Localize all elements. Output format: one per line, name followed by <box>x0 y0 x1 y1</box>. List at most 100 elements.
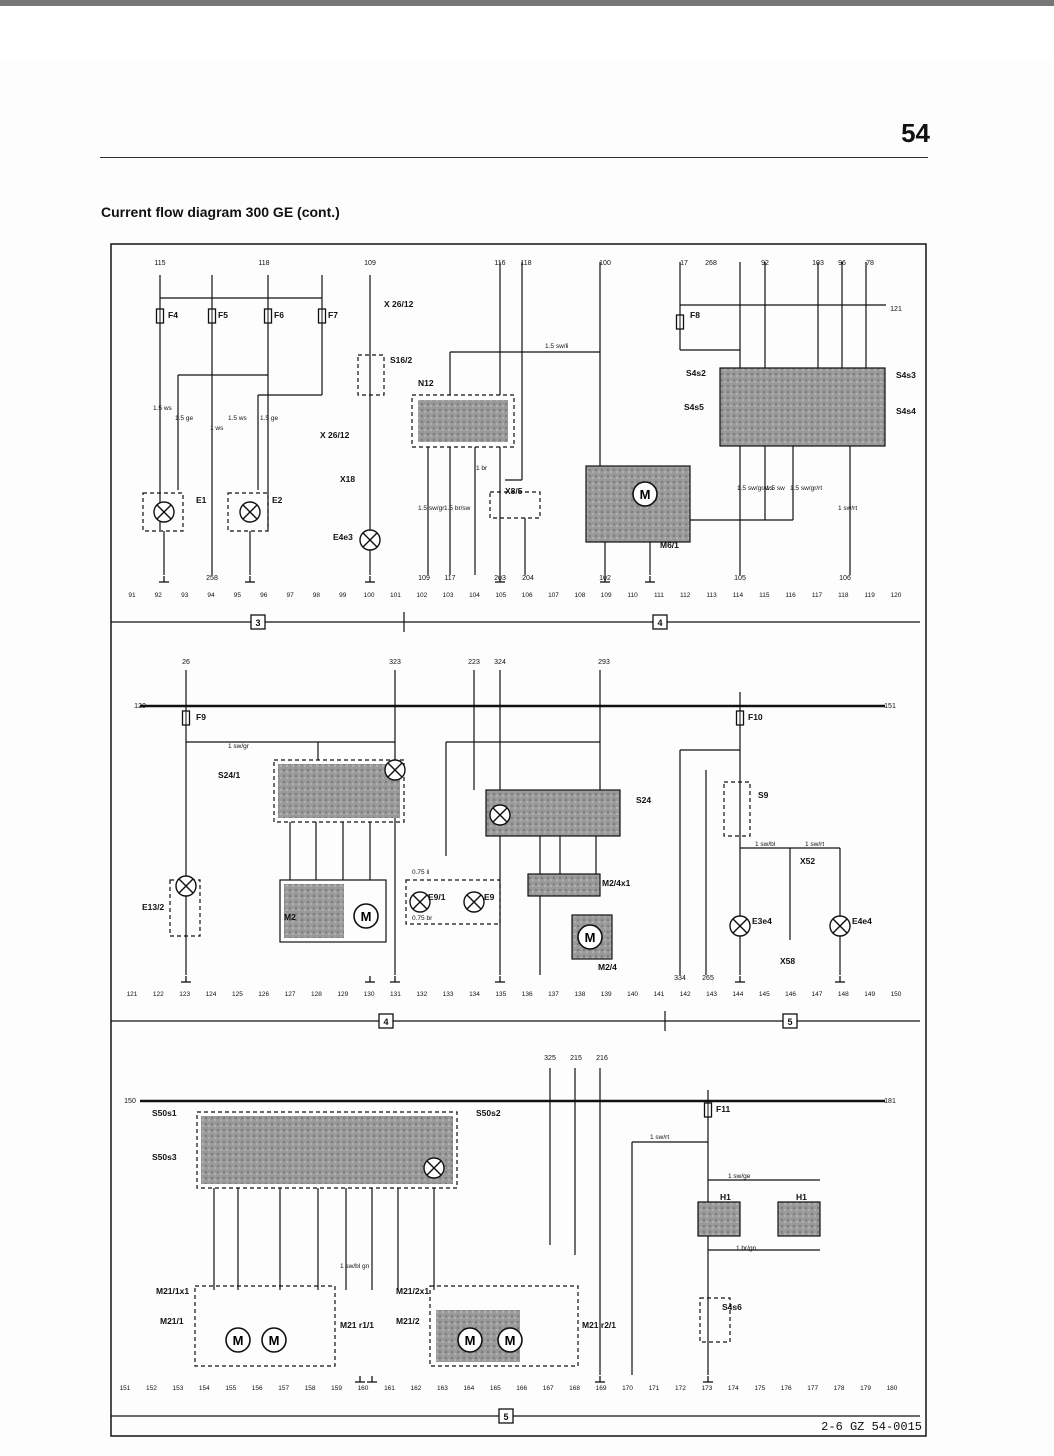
grid-number: 131 <box>390 991 401 998</box>
wire-color-label: 1 ws <box>210 425 224 432</box>
motor-M21-2b <box>497 1327 523 1353</box>
component-label: F5 <box>218 310 228 320</box>
component-label: N12 <box>418 378 434 388</box>
grid-number: 156 <box>252 1385 263 1392</box>
grid-number: 126 <box>258 991 269 998</box>
wire-color-label: 0.75 br <box>412 915 433 922</box>
bottom-ref-number: 258 <box>206 575 218 582</box>
lamp-E2 <box>239 501 261 523</box>
grid-number: 96 <box>260 592 268 599</box>
fuse-F9 <box>181 710 191 726</box>
grid-number: 114 <box>733 592 744 599</box>
component-label: M6/1 <box>660 540 679 550</box>
component-label: E1 <box>196 495 207 505</box>
section-ref-box-label: 5 <box>787 1017 792 1027</box>
grid-number: 146 <box>785 991 796 998</box>
component-label: F8 <box>690 310 700 320</box>
grid-number: 154 <box>199 1385 210 1392</box>
ref-number: 26 <box>182 659 190 666</box>
ref-number: 293 <box>598 659 610 666</box>
grid-number: 140 <box>627 991 638 998</box>
grid-number: 124 <box>206 991 217 998</box>
section-ref-box <box>652 614 668 630</box>
bottom-ref-number: 106 <box>839 575 851 582</box>
grid-number: 138 <box>574 991 585 998</box>
ref-number: 223 <box>468 659 480 666</box>
grid-number: 141 <box>653 991 664 998</box>
grid-number: 115 <box>759 592 770 599</box>
component-label: F6 <box>274 310 284 320</box>
bus-label: 151 <box>884 703 896 710</box>
lamp-E3e4 <box>729 915 751 937</box>
component-label: S4s3 <box>896 370 916 380</box>
lamp-S24-1 <box>384 759 406 781</box>
component-label: M2/4x1 <box>602 878 631 888</box>
lamp-E1 <box>153 501 175 523</box>
grid-number: 110 <box>627 592 638 599</box>
grid-number: 105 <box>495 592 506 599</box>
grid-number: 129 <box>337 991 348 998</box>
ref-number: 118 <box>520 260 531 267</box>
grid-number: 122 <box>153 991 164 998</box>
grid-number: 152 <box>146 1385 157 1392</box>
fuse-F11 <box>703 1102 713 1118</box>
component-label: M21/1x1 <box>156 1286 189 1296</box>
component-label: E2 <box>272 495 283 505</box>
wire-color-label: 1.5 ws <box>228 415 248 422</box>
grid-number: 108 <box>574 592 585 599</box>
motor-M6-1 <box>632 481 658 507</box>
component-label: X8/5 <box>505 486 523 496</box>
wire-color-label: 1 sw/ge <box>728 1173 751 1180</box>
component-label: S4s2 <box>686 368 706 378</box>
component-label: M21/2x1 <box>396 1286 429 1296</box>
component-label: S50s3 <box>152 1152 177 1162</box>
ref-number: 115 <box>154 260 165 267</box>
wire-color-label: 1.5 sw/gr/rt <box>790 485 822 492</box>
bottom-ref-number: 109 <box>418 575 430 582</box>
ref-number: 268 <box>705 260 717 267</box>
ref-number: 78 <box>866 260 874 267</box>
component-label: S16/2 <box>390 355 412 365</box>
component-label: S50s2 <box>476 1108 501 1118</box>
grid-number: 134 <box>469 991 480 998</box>
grid-number: 102 <box>416 592 427 599</box>
bus-label: 121 <box>890 306 902 313</box>
wire-color-label: 1 sw/rt <box>838 505 857 512</box>
component-label: X58 <box>780 956 795 966</box>
bottom-ref-number: 204 <box>522 575 534 582</box>
component-label: X52 <box>800 856 815 866</box>
component-label: E3e4 <box>752 916 772 926</box>
ref-number: 324 <box>494 659 506 666</box>
component-label: M21 r2/1 <box>582 1320 616 1330</box>
grid-number: 145 <box>759 991 770 998</box>
component-label: M21 r1/1 <box>340 1320 374 1330</box>
motor-M2 <box>353 903 379 929</box>
component-label: S4s5 <box>684 402 704 412</box>
grid-number: 117 <box>812 592 823 599</box>
grid-number: 150 <box>891 991 902 998</box>
ref-number: 323 <box>389 659 401 666</box>
wire-color-label: 1.5 sw/gr/ws <box>737 485 774 492</box>
ref-number: 118 <box>258 260 269 267</box>
grid-number: 106 <box>522 592 533 599</box>
grid-number: 148 <box>838 991 849 998</box>
wire-color-label: 1.5 sw/gr <box>418 505 445 512</box>
grid-number: 175 <box>754 1385 765 1392</box>
diagram-frame <box>110 243 927 1437</box>
grid-number: 155 <box>225 1385 236 1392</box>
component-label: M21/1 <box>160 1316 184 1326</box>
component-label: E4e4 <box>852 916 872 926</box>
wire-color-label: 1.5 ge <box>175 415 193 422</box>
page-number: 54 <box>901 118 930 148</box>
component-label: E9/1 <box>428 892 446 902</box>
grid-number: 160 <box>358 1385 369 1392</box>
component-label: F10 <box>748 712 763 722</box>
grid-number: 180 <box>887 1385 898 1392</box>
ref-number: 103 <box>812 260 824 267</box>
grid-number: 151 <box>120 1385 131 1392</box>
wire-color-label: 1.5 sw <box>766 485 785 492</box>
wire-color-label: 1 sw/rt <box>805 841 824 848</box>
bottom-ref-number: 105 <box>734 575 746 582</box>
